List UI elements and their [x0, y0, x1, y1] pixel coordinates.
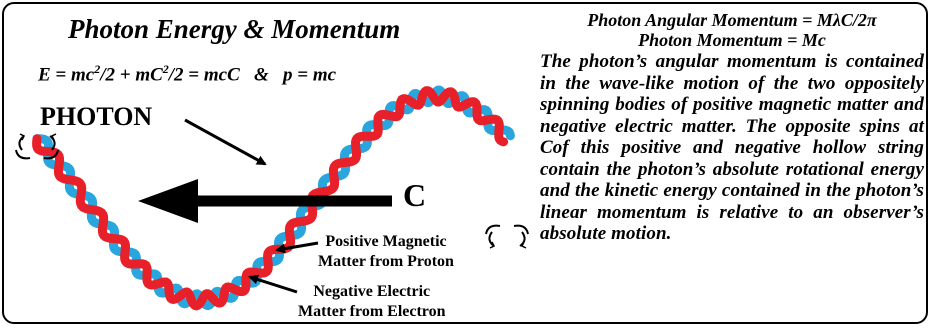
momentum-formula: Photon Momentum = Mc: [638, 30, 826, 50]
positive-matter-pointer-arrow: [275, 241, 319, 254]
diagram-title: Photon Energy & Momentum: [68, 14, 401, 44]
photon-label: PHOTON: [40, 102, 153, 131]
left-spin-marker-icon: [15, 133, 59, 160]
negative-matter-pointer-arrow: [248, 274, 298, 294]
negative-matter-label: Negative Electric Matter from Electron: [298, 283, 446, 320]
explanation-panel: Photon Angular Momentum = MλC/2π Photon …: [540, 10, 924, 245]
photon-pointer-arrow: [184, 118, 267, 166]
right-spin-marker-icon: [485, 224, 529, 249]
direction-arrowhead: [138, 179, 198, 223]
photon-wave-strands: [32, 85, 515, 311]
explanation-text: The photon’s angular momentum is contain…: [540, 51, 924, 244]
positive-matter-label: Positive Magnetic Matter from Proton: [318, 233, 454, 270]
speed-of-light-label: C: [403, 177, 427, 213]
energy-momentum-equation: E = mc2/2 + mC2/2 = mcC & p = mc: [38, 62, 337, 86]
diagram-border: [2, 2, 928, 324]
angular-momentum-formula: Photon Angular Momentum = MλC/2π: [587, 10, 877, 30]
positive-magnetic-strand: [32, 86, 509, 311]
